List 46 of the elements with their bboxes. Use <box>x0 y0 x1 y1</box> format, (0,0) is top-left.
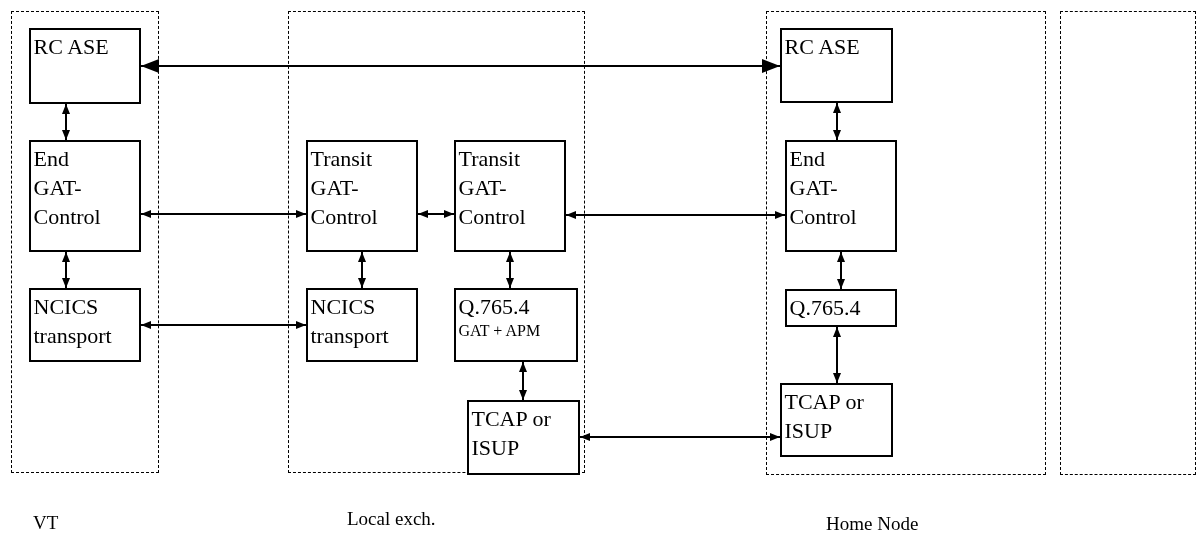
process-box <box>784 288 897 327</box>
box-label: TCAP or ISUP <box>784 387 865 445</box>
dashed-panel <box>1060 11 1196 475</box>
box-label: NCICS transport <box>33 292 113 350</box>
box-label: Q.765.4 <box>789 293 862 322</box>
dashed-panel <box>766 11 1046 475</box>
process-box <box>28 27 141 104</box>
double-arrow <box>62 251 70 289</box>
dashed-panel <box>11 11 159 473</box>
panel-caption: Home Node <box>826 513 919 535</box>
panel-caption: VT <box>33 512 59 534</box>
double-arrow <box>579 433 781 441</box>
process-box <box>28 139 141 252</box>
process-box <box>305 287 418 362</box>
box-label: NCICS transport <box>310 292 390 350</box>
box-label: End GAT- Control <box>789 144 858 231</box>
double-arrow <box>62 103 70 141</box>
panel-caption: Local exch. <box>347 508 436 530</box>
box-label: End GAT- Control <box>33 144 102 231</box>
double-arrow <box>506 251 514 289</box>
box-subtitle: GAT + APM <box>458 320 542 341</box>
process-box <box>784 139 897 252</box>
double-arrow <box>417 210 455 218</box>
box-label: RC ASE <box>784 32 861 61</box>
process-box <box>779 27 893 103</box>
process-box <box>779 382 893 457</box>
box-label: TCAP or ISUP <box>471 404 552 462</box>
double-arrow <box>358 251 366 289</box>
process-box <box>305 139 418 252</box>
double-arrow <box>140 210 307 218</box>
box-label: Transit GAT- Control <box>310 144 379 231</box>
double-arrow <box>837 251 845 290</box>
process-box <box>453 139 566 252</box>
box-label: Transit GAT- Control <box>458 144 527 231</box>
process-box <box>453 287 578 362</box>
process-box <box>466 399 580 475</box>
box-label: Q.765.4 <box>458 292 531 321</box>
double-arrow <box>140 321 307 329</box>
box-label: RC ASE <box>33 32 110 61</box>
double-arrow <box>519 361 527 401</box>
double-arrow <box>140 59 781 73</box>
double-arrow <box>833 326 841 384</box>
double-arrow <box>833 102 841 141</box>
process-box <box>28 287 141 362</box>
double-arrow <box>565 211 786 219</box>
dashed-panel <box>288 11 585 473</box>
